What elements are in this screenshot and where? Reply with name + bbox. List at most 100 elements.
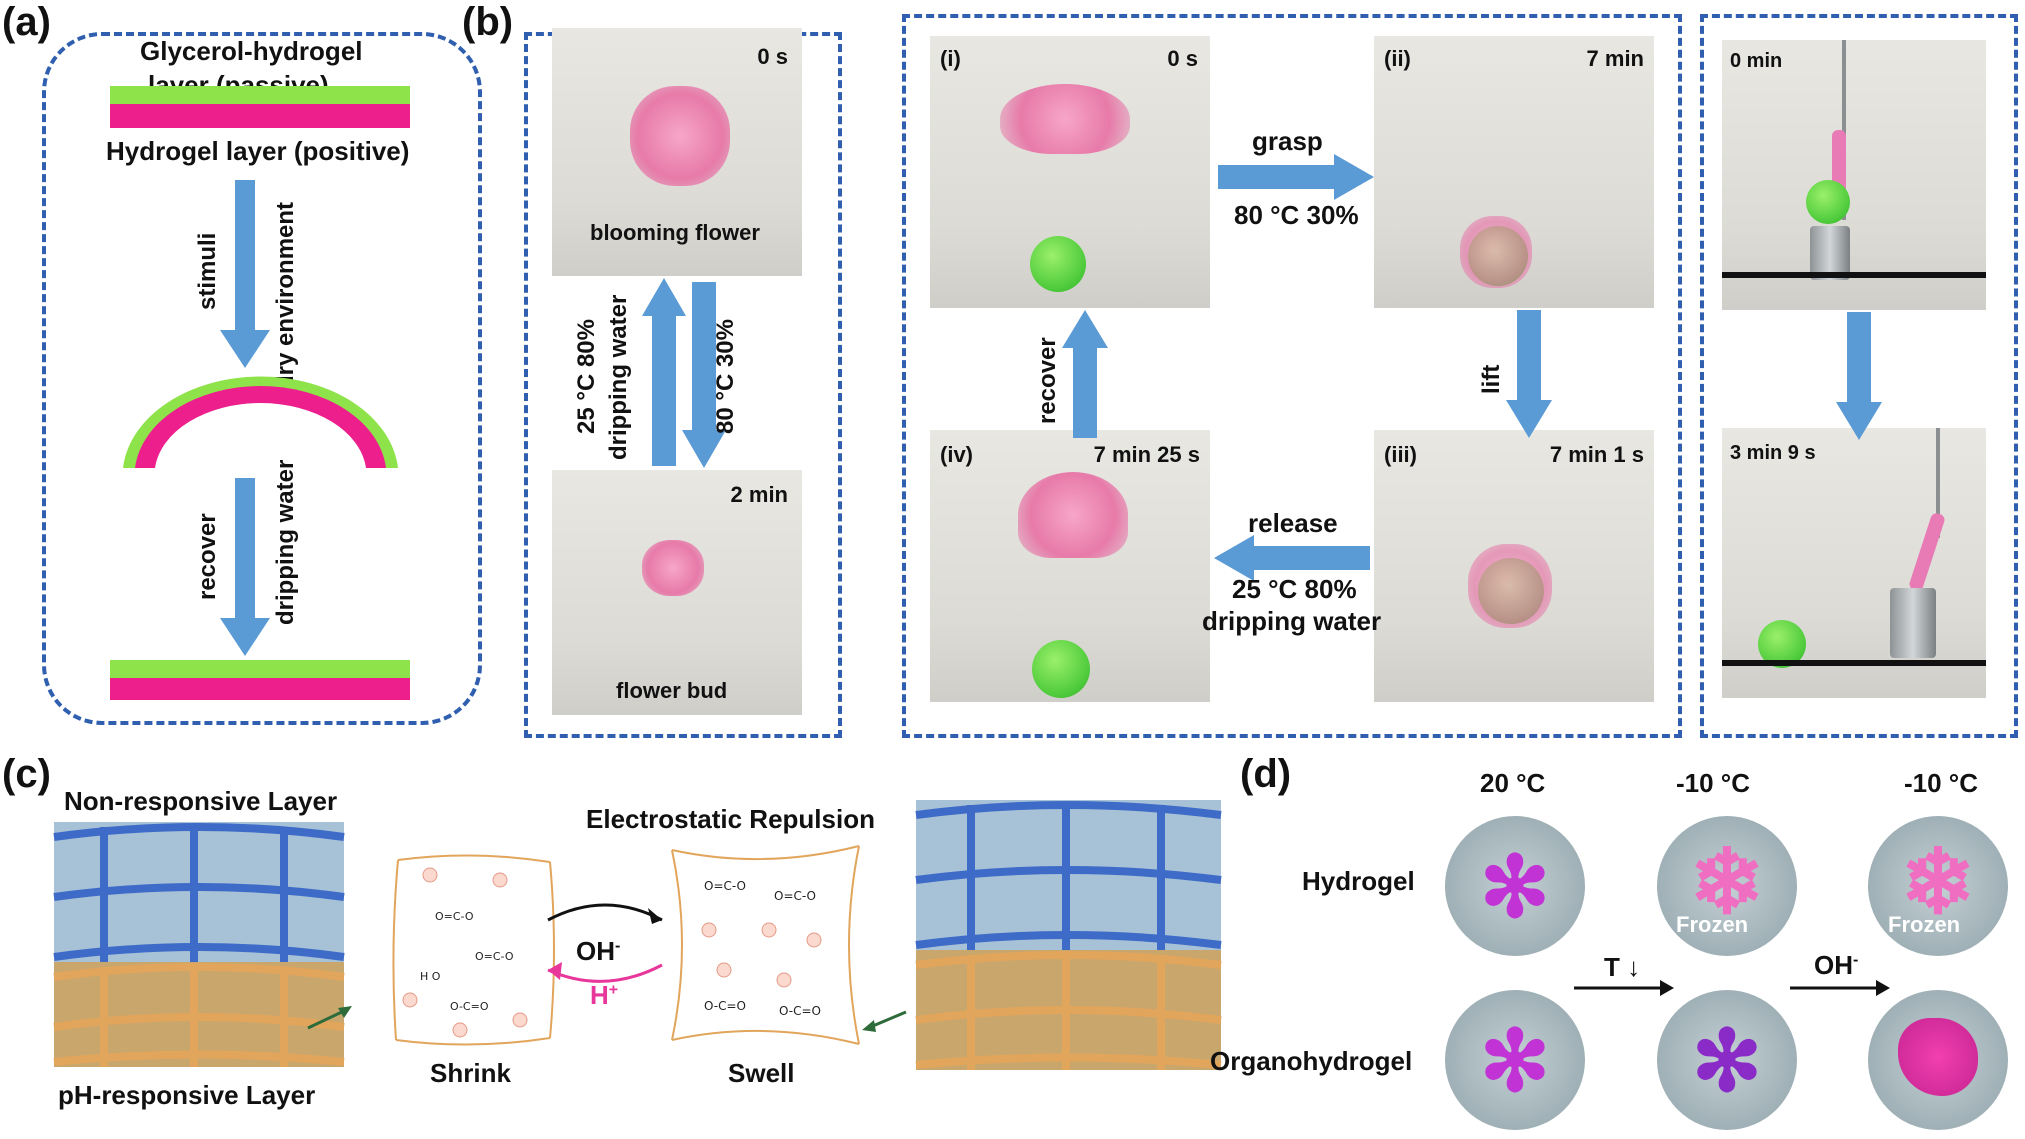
shrink-label: Shrink	[430, 1058, 511, 1088]
gripper-closed-ii	[1460, 216, 1532, 288]
row-organohydrogel: Organohydrogel	[1210, 1046, 1413, 1076]
rod-2	[1936, 428, 1940, 538]
svg-text:O-C=O: O-C=O	[450, 1000, 489, 1013]
row-hydrogel: Hydrogel	[1302, 866, 1415, 896]
lift-arrow	[1506, 310, 1552, 438]
active-layer-bar	[110, 104, 410, 128]
h-sup: +	[608, 981, 619, 999]
photo-ii: (ii) 7 min	[1374, 36, 1654, 308]
lift-label: lift	[1478, 364, 1505, 394]
grasp-label: grasp	[1252, 126, 1323, 156]
t-down-arrow	[1574, 980, 1674, 996]
ph-responsive-label: pH-responsive Layer	[58, 1080, 316, 1110]
photo-iv: (iv) 7 min 25 s	[930, 430, 1210, 702]
gripper-open	[1000, 84, 1130, 154]
gripper-released	[1018, 472, 1128, 558]
hydrogel-layer-label: Hydrogel layer (positive)	[106, 136, 410, 166]
snowflake-hydrogel-m10-oh: ❄	[1900, 833, 1976, 933]
recover-arrow-grip	[1062, 310, 1108, 438]
weight-photo-1: 0 min	[1722, 40, 1986, 310]
weight-1	[1810, 226, 1850, 280]
svg-text:O=C-O: O=C-O	[475, 950, 514, 963]
passive-layer-bar	[110, 86, 410, 104]
release-cond-2: dripping water	[1202, 606, 1382, 636]
temp-m10-b: -10 °C	[1904, 768, 1978, 798]
oh-sup: -	[615, 937, 621, 955]
weight-photo-2: 3 min 9 s	[1722, 428, 1986, 698]
oh-text-d: OH	[1814, 950, 1853, 980]
photo-iv-time: 7 min 25 s	[1093, 442, 1200, 467]
snowflake-organo-20: ✻	[1479, 1014, 1551, 1108]
svg-text:H O: H O	[420, 970, 441, 983]
dish-hydrogel-m10	[1657, 816, 1797, 956]
photo-i-tag: (i)	[940, 46, 961, 71]
oh-text: OH	[576, 936, 615, 966]
frozen-label-1: Frozen	[1676, 912, 1749, 937]
photo-iii-tag: (iii)	[1384, 442, 1417, 467]
snowflake-hydrogel-m10: ❄	[1689, 833, 1765, 933]
photo-ii-time: 7 min	[1586, 46, 1644, 71]
oh-arrow-d	[1790, 980, 1890, 996]
temp-m10-a: -10 °C	[1676, 768, 1750, 798]
weight-panel-frame	[1700, 14, 2018, 738]
photo-iv-tag: (iv)	[940, 442, 973, 467]
ruler-line-1	[1722, 272, 1986, 278]
release-label: release	[1248, 508, 1338, 538]
svg-text:O-C=O: O-C=O	[779, 1004, 821, 1018]
photo-ii-tag: (ii)	[1384, 46, 1411, 71]
b-bottom-time: 2 min	[730, 482, 788, 507]
photo-iii-time: 7 min 1 s	[1549, 442, 1644, 467]
dish-hydrogel-20	[1445, 816, 1585, 956]
blooming-flower-photo: 0 s blooming flower	[552, 28, 802, 276]
shrunken-organo	[1898, 1018, 1978, 1096]
dish-hydrogel-m10-oh	[1868, 816, 2008, 956]
flat-active-bar	[110, 678, 410, 700]
panel-c-letter: (c)	[2, 752, 51, 796]
gripper-closed-iii	[1468, 544, 1552, 628]
snowflake-organo-m10: ✻	[1691, 1014, 1763, 1108]
dripping-water-label-a: dripping water	[272, 459, 299, 625]
glycerol-label: Glycerol-hydrogel	[140, 36, 363, 66]
gel-block-left	[53, 822, 345, 1067]
grasp-condition: 80 °C 30%	[1234, 200, 1359, 230]
blooming-flower-shape	[630, 86, 730, 186]
flower-bud-photo: 2 min flower bud	[552, 470, 802, 715]
blooming-flower-caption: blooming flower	[590, 220, 760, 245]
photo-iii: (iii) 7 min 1 s	[1374, 430, 1654, 702]
b-up-label-2: dripping water	[605, 294, 632, 460]
release-arrow	[1214, 535, 1370, 581]
svg-text:O=C-O: O=C-O	[435, 910, 474, 923]
svg-text:O=C-O: O=C-O	[774, 889, 816, 903]
stimuli-arrow	[220, 180, 270, 368]
stimuli-label: stimuli	[194, 232, 221, 310]
weight-arrow	[1836, 312, 1882, 440]
non-responsive-label: Non-responsive Layer	[64, 786, 338, 816]
h-label-c: H+	[590, 980, 618, 1011]
dish-organo-20	[1445, 990, 1585, 1130]
b-cycle-arrows	[642, 278, 726, 468]
electrostatic-label: Electrostatic Repulsion	[586, 804, 875, 834]
gel-block-right	[915, 800, 1222, 1070]
swell-network: O=C-O O=C-O O-C=O O-C=O	[671, 845, 860, 1045]
recover-arrow	[220, 478, 270, 656]
photo-i-time: 0 s	[1167, 46, 1198, 71]
weight-time-2: 3 min 9 s	[1730, 442, 1816, 464]
temp-20: 20 °C	[1480, 768, 1546, 798]
snowflake-hydrogel-20: ✻	[1479, 840, 1551, 934]
t-down-label: T ↓	[1604, 952, 1641, 982]
svg-text:O=C-O: O=C-O	[704, 879, 746, 893]
grasp-arrow	[1218, 154, 1374, 200]
swell-label: Swell	[728, 1058, 795, 1088]
h-text: H	[590, 980, 609, 1010]
bent-bilayer	[123, 376, 398, 468]
svg-text:O-C=O: O-C=O	[704, 999, 746, 1013]
b-up-label-1: 25 °C 80%	[573, 319, 600, 434]
panel-a-frame	[42, 32, 482, 725]
rod-1	[1842, 40, 1846, 220]
ruler-line-2	[1722, 660, 1986, 666]
flower-bud-shape	[642, 540, 704, 596]
panel-b-letter: (b)	[462, 0, 514, 44]
recover-label-grip: recover	[1034, 337, 1061, 424]
photo-i: (i) 0 s	[930, 36, 1210, 308]
panel-d-letter: (d)	[1240, 752, 1292, 796]
